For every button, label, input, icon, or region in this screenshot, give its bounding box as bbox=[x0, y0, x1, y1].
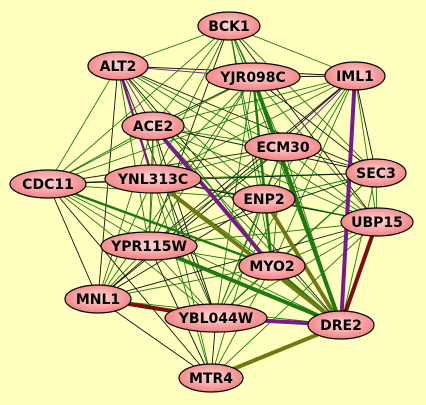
node-dre2[interactable]: DRE2 bbox=[307, 310, 375, 340]
node-ypr115w[interactable]: YPR115W bbox=[100, 231, 198, 261]
node-ellipse bbox=[100, 231, 198, 261]
node-label: MNL1 bbox=[76, 292, 120, 308]
edge-ypr115w-dre2 bbox=[147, 244, 343, 327]
edge-yjr098c-myo2 bbox=[251, 75, 274, 268]
node-iml1[interactable]: IML1 bbox=[324, 61, 386, 91]
node-ybl044w[interactable]: YBL044W bbox=[164, 303, 268, 333]
node-label: MTR4 bbox=[189, 371, 233, 387]
node-ellipse bbox=[205, 62, 301, 92]
edge-bck1-ynl313c bbox=[152, 25, 230, 180]
node-ynl313c[interactable]: YNL313C bbox=[104, 164, 202, 194]
edge-cdc11-myo2 bbox=[46, 182, 274, 268]
edge-bck1-ace2 bbox=[152, 25, 230, 127]
edge-enp2-ybl044w bbox=[215, 198, 265, 319]
node-ecm30[interactable]: ECM30 bbox=[244, 132, 322, 162]
edge-iml1-mnl1 bbox=[97, 75, 356, 300]
node-label: CDC11 bbox=[22, 177, 74, 193]
node-label: IML1 bbox=[336, 69, 374, 85]
edge-alt2-myo2 bbox=[117, 65, 273, 267]
node-ellipse bbox=[9, 169, 87, 199]
edge-ace2-ybl044w bbox=[152, 125, 217, 319]
node-ellipse bbox=[104, 164, 202, 194]
node-label: ACE2 bbox=[133, 119, 173, 135]
node-alt2[interactable]: ALT2 bbox=[87, 51, 149, 81]
edge-alt2-ypr115w bbox=[117, 65, 150, 247]
node-ellipse bbox=[232, 184, 296, 214]
edge-iml1-ubp15 bbox=[354, 75, 378, 223]
edge-bck1-ubp15 bbox=[228, 25, 378, 223]
node-label: UBP15 bbox=[351, 215, 403, 231]
node-ellipse bbox=[87, 51, 149, 81]
node-ubp15[interactable]: UBP15 bbox=[340, 207, 414, 237]
edge-bck1-ypr115w bbox=[148, 25, 230, 247]
node-bck1[interactable]: BCK1 bbox=[197, 11, 261, 41]
edge-ace2-enp2 bbox=[152, 125, 265, 200]
node-label: YJR098C bbox=[219, 70, 286, 86]
edge-sec3-dre2 bbox=[340, 172, 377, 326]
node-enp2[interactable]: ENP2 bbox=[232, 184, 296, 214]
edge-ubp15-dre2 bbox=[339, 220, 379, 327]
node-label: YBL044W bbox=[178, 311, 253, 327]
edge-alt2-cdc11 bbox=[47, 65, 119, 185]
edge-ecm30-mnl1 bbox=[97, 146, 284, 300]
node-ellipse bbox=[64, 284, 132, 314]
node-label: MYO2 bbox=[249, 259, 294, 275]
edge-iml1-ace2 bbox=[152, 75, 356, 127]
node-ace2[interactable]: ACE2 bbox=[121, 111, 185, 141]
edge-ynl313c-mtr4 bbox=[152, 178, 212, 379]
edge-alt2-sec3 bbox=[117, 65, 377, 174]
node-ellipse bbox=[307, 310, 375, 340]
node-ellipse bbox=[244, 132, 322, 162]
node-ellipse bbox=[345, 158, 407, 188]
node-label: ALT2 bbox=[100, 59, 137, 75]
edge-alt2-ecm30 bbox=[117, 65, 284, 148]
node-sec3[interactable]: SEC3 bbox=[345, 158, 407, 188]
edge-iml1-dre2 bbox=[339, 74, 357, 327]
node-label: SEC3 bbox=[356, 166, 396, 182]
edge-iml1-cdc11 bbox=[47, 75, 356, 185]
edge-yjr098c-sec3 bbox=[252, 76, 377, 174]
edge-sec3-cdc11 bbox=[47, 172, 377, 185]
edge-yjr098c-ynl313c bbox=[152, 76, 254, 180]
node-label: YPR115W bbox=[110, 239, 187, 255]
node-ellipse bbox=[238, 251, 306, 281]
node-mnl1[interactable]: MNL1 bbox=[64, 284, 132, 314]
node-label: BCK1 bbox=[208, 19, 250, 35]
node-ellipse bbox=[324, 61, 386, 91]
edge-ace2-myo2 bbox=[151, 124, 274, 268]
node-label: DRE2 bbox=[320, 318, 362, 334]
node-ellipse bbox=[164, 303, 268, 333]
edge-iml1-sec3 bbox=[354, 75, 377, 174]
edge-yjr098c-dre2 bbox=[251, 75, 343, 327]
node-label: ENP2 bbox=[243, 192, 284, 208]
node-yjr098c[interactable]: YJR098C bbox=[205, 62, 301, 92]
node-ellipse bbox=[178, 363, 244, 393]
edge-ace2-dre2 bbox=[152, 125, 342, 326]
edge-cdc11-mnl1 bbox=[47, 183, 99, 300]
node-ellipse bbox=[340, 207, 414, 237]
edge-ynl313c-dre2 bbox=[151, 177, 343, 327]
edge-bck1-enp2 bbox=[228, 25, 265, 200]
node-myo2[interactable]: MYO2 bbox=[238, 251, 306, 281]
edge-bck1-cdc11 bbox=[47, 25, 230, 185]
edge-enp2-mtr4 bbox=[210, 198, 265, 379]
node-ellipse bbox=[197, 11, 261, 41]
node-mtr4[interactable]: MTR4 bbox=[178, 363, 244, 393]
node-label: YNL313C bbox=[117, 172, 188, 188]
node-ellipse bbox=[121, 111, 185, 141]
node-label: ECM30 bbox=[256, 140, 310, 156]
edge-alt2-dre2 bbox=[117, 65, 342, 326]
edge-cdc11-mtr4 bbox=[47, 183, 212, 379]
node-cdc11[interactable]: CDC11 bbox=[9, 169, 87, 199]
edge-ubp15-mtr4 bbox=[210, 221, 378, 379]
edge-mnl1-mtr4 bbox=[97, 298, 212, 379]
